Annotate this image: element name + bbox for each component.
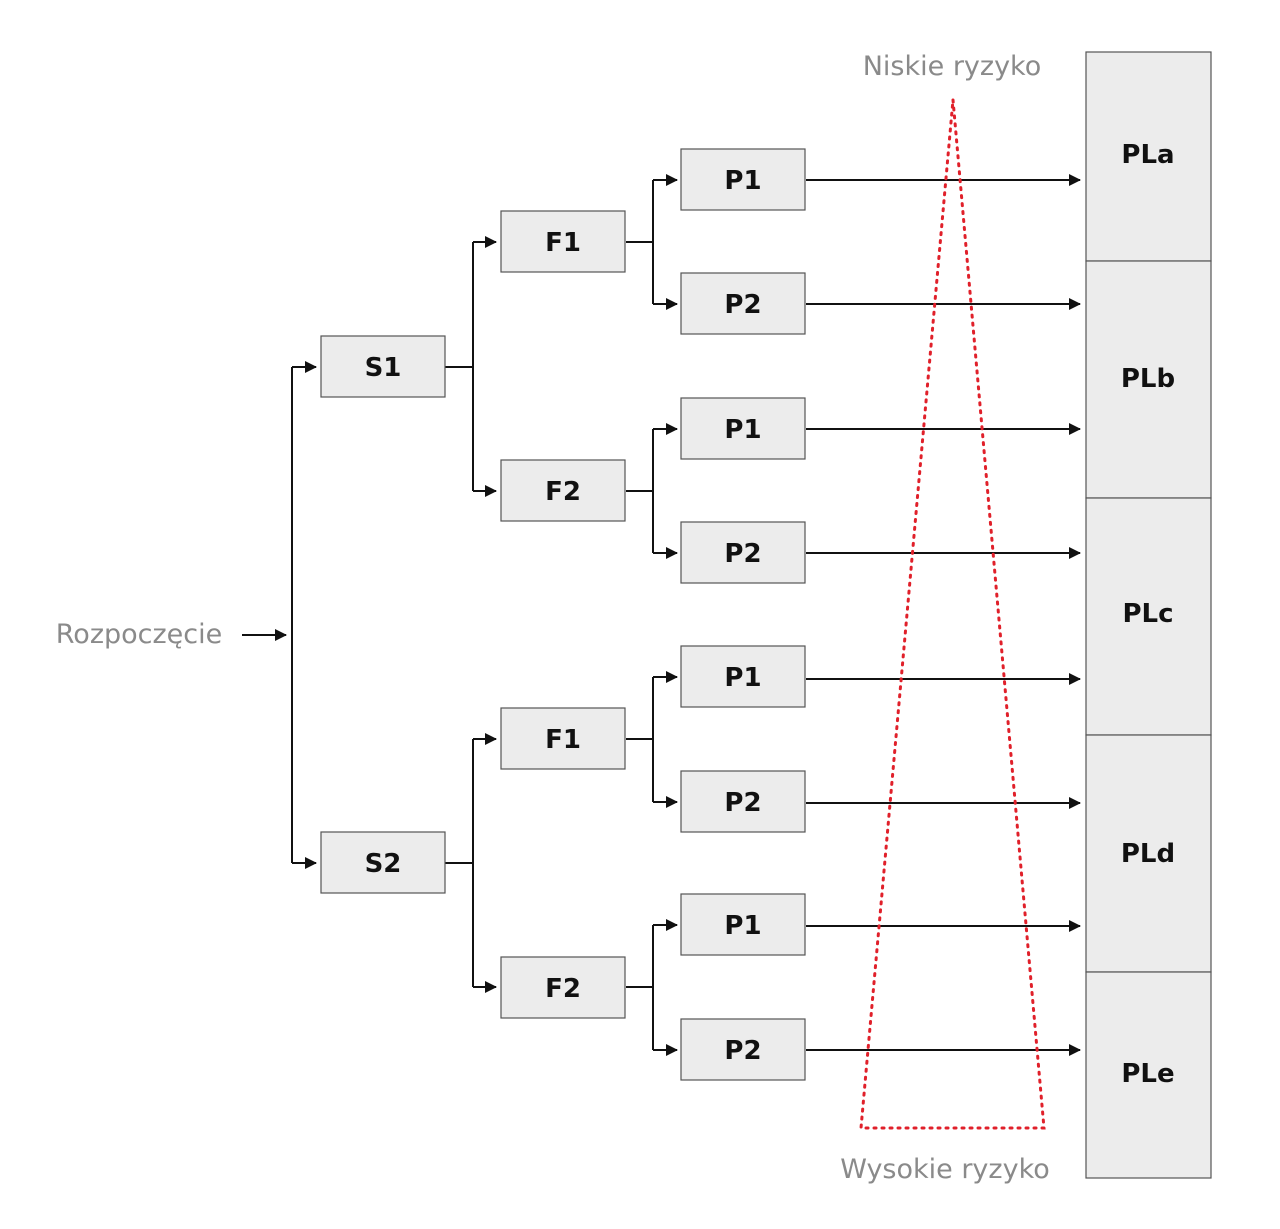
svg-text:F1: F1 — [545, 228, 581, 258]
node-s2-f2-p1: P1 — [680, 893, 806, 956]
node-s1-f1-p2: P2 — [680, 272, 806, 335]
node-s1-f1: F1 — [500, 210, 626, 273]
node-s1: S1 — [320, 335, 446, 398]
svg-text:PLd: PLd — [1121, 839, 1175, 869]
svg-text:F1: F1 — [545, 725, 581, 755]
performance-level-column: PLa PLb PLc PLd PLe — [1085, 51, 1212, 1179]
svg-text:PLa: PLa — [1121, 140, 1174, 170]
node-s2-f1-p1: P1 — [680, 645, 806, 708]
high-risk-label: Wysokie ryzyko — [840, 1154, 1050, 1185]
low-risk-label: Niskie ryzyko — [863, 51, 1042, 82]
performance-level-ple: PLe — [1085, 971, 1212, 1179]
svg-text:P1: P1 — [724, 663, 761, 693]
edges-severity — [291, 361, 317, 869]
svg-text:P1: P1 — [724, 911, 761, 941]
edges-possibility — [626, 174, 678, 1056]
node-s1-f2-p2: P2 — [680, 521, 806, 584]
performance-level-pla: PLa — [1085, 51, 1212, 262]
svg-text:P2: P2 — [724, 788, 761, 818]
svg-text:P2: P2 — [724, 539, 761, 569]
node-s1-f2-p1: P1 — [680, 397, 806, 460]
svg-text:S1: S1 — [365, 353, 402, 383]
svg-text:PLc: PLc — [1122, 599, 1173, 629]
edges-frequency — [445, 236, 497, 993]
node-s2-f1: F1 — [500, 707, 626, 770]
risk-triangle — [859, 99, 1046, 1130]
node-s2-f2: F2 — [500, 956, 626, 1019]
performance-level-pld: PLd — [1085, 734, 1212, 973]
node-s2-f1-p2: P2 — [680, 770, 806, 833]
svg-text:P1: P1 — [724, 415, 761, 445]
start-label: Rozpoczęcie — [56, 619, 222, 650]
performance-level-plb: PLb — [1085, 260, 1212, 499]
svg-text:P1: P1 — [724, 166, 761, 196]
svg-text:F2: F2 — [545, 974, 581, 1004]
node-s2-f2-p2: P2 — [680, 1018, 806, 1081]
performance-level-plc: PLc — [1085, 497, 1212, 736]
node-s2: S2 — [320, 831, 446, 894]
node-s1-f2: F2 — [500, 459, 626, 522]
svg-text:F2: F2 — [545, 477, 581, 507]
svg-text:PLb: PLb — [1121, 364, 1175, 394]
node-s1-f1-p1: P1 — [680, 148, 806, 211]
svg-text:P2: P2 — [724, 1036, 761, 1066]
svg-text:S2: S2 — [365, 849, 402, 879]
svg-text:P2: P2 — [724, 290, 761, 320]
svg-text:PLe: PLe — [1121, 1059, 1174, 1089]
edges-performance-level — [806, 174, 1081, 1056]
